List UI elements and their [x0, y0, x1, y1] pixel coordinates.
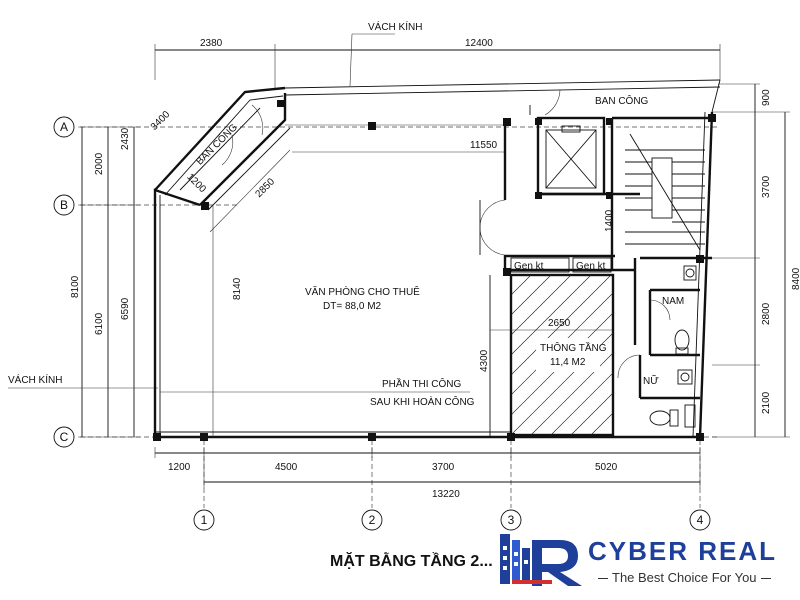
void-area: 2650 4300 THÔNG TẦNG 11,4 M2	[479, 273, 615, 437]
svg-text:8140: 8140	[232, 277, 243, 300]
axis-bubble-3: 3	[500, 509, 522, 531]
axis-bubble-a: A	[53, 116, 75, 138]
grid-lines	[80, 126, 720, 508]
columns	[153, 100, 716, 441]
svg-text:BAN CÔNG: BAN CÔNG	[595, 94, 649, 107]
dimension-left: 2000 2430 8100 6100 6590	[70, 126, 140, 438]
svg-text:13220: 13220	[432, 489, 460, 500]
svg-text:2430: 2430	[120, 127, 131, 150]
svg-text:B: B	[60, 198, 68, 212]
axis-bubble-2: 2	[361, 509, 383, 531]
diagonal-balcony: 3400 1200 2850 BAN CÔNG	[149, 93, 505, 233]
svg-text:8100: 8100	[70, 275, 81, 298]
svg-text:6100: 6100	[94, 312, 105, 335]
svg-text:2100: 2100	[761, 391, 772, 414]
svg-text:NAM: NAM	[662, 296, 684, 307]
svg-text:NỮ: NỮ	[643, 374, 659, 387]
svg-text:VĂN PHÒNG CHO THUÊ: VĂN PHÒNG CHO THUÊ	[305, 285, 420, 298]
brand-logo: CYBER REAL The Best Choice For You	[498, 532, 796, 592]
svg-text:11550: 11550	[470, 140, 498, 151]
svg-text:PHẦN THI CÔNG: PHẦN THI CÔNG	[382, 377, 461, 390]
brand-name: CYBER REAL	[588, 536, 778, 566]
svg-text:5020: 5020	[595, 462, 618, 473]
svg-text:4500: 4500	[275, 462, 298, 473]
svg-text:2850: 2850	[254, 176, 278, 200]
svg-text:2: 2	[369, 513, 376, 527]
svg-text:A: A	[60, 120, 68, 134]
axis-bubble-4: 4	[689, 509, 711, 531]
drawing-title: MẶT BẰNG TẦNG 2...	[330, 551, 493, 570]
svg-text:2800: 2800	[761, 302, 772, 325]
svg-text:3700: 3700	[432, 462, 455, 473]
axis-bubble-c: C	[53, 426, 75, 448]
office-label: VĂN PHÒNG CHO THUÊ DT= 88,0 M2	[305, 285, 420, 312]
svg-text:2000: 2000	[94, 152, 105, 175]
cyber-real-logo-mark	[500, 534, 582, 586]
svg-text:1: 1	[201, 513, 208, 527]
svg-text:DT= 88,0 M2: DT= 88,0 M2	[323, 301, 382, 312]
svg-text:Gen kt: Gen kt	[576, 261, 606, 272]
dimension-right: 900 3700 2800 2100 8400	[712, 83, 800, 438]
svg-text:SAU KHI HOÀN CÔNG: SAU KHI HOÀN CÔNG	[370, 395, 475, 408]
brand-tagline: The Best Choice For You	[594, 570, 775, 585]
axis-bubble-1: 1	[193, 509, 215, 531]
svg-text:12400: 12400	[465, 38, 493, 49]
svg-text:3700: 3700	[761, 175, 772, 198]
svg-text:8400: 8400	[791, 267, 800, 290]
svg-text:4300: 4300	[479, 349, 490, 372]
svg-text:1400: 1400	[604, 209, 615, 232]
dimension-interior-8140: 8140	[212, 205, 243, 437]
brand-tagline-text: The Best Choice For You	[612, 570, 757, 585]
svg-text:THÔNG TẦNG: THÔNG TẦNG	[540, 341, 607, 354]
svg-text:2650: 2650	[548, 318, 571, 329]
label-glass-top: VÁCH KÍNH	[349, 20, 422, 87]
svg-text:1200: 1200	[168, 462, 191, 473]
finish-label: PHẦN THI CÔNG SAU KHI HOÀN CÔNG	[160, 377, 475, 408]
core-area: BAN CÔNG 1400 Gen kt Gen kt	[479, 89, 712, 273]
svg-text:VÁCH KÍNH: VÁCH KÍNH	[368, 20, 422, 33]
svg-text:1200: 1200	[184, 172, 208, 196]
svg-text:4: 4	[697, 513, 704, 527]
svg-text:11,4 M2: 11,4 M2	[550, 357, 586, 368]
svg-text:900: 900	[761, 89, 772, 106]
svg-text:3400: 3400	[149, 109, 173, 133]
dimension-top: 2380 12400	[154, 38, 721, 90]
wc-area: NAM NỮ	[617, 258, 700, 428]
axis-bubble-b: B	[53, 194, 75, 216]
dimension-11550: 11550	[292, 140, 505, 153]
outer-walls	[153, 79, 721, 439]
dimension-bottom: 1200 4500 3700 5020 13220	[154, 447, 701, 500]
svg-text:2380: 2380	[200, 38, 223, 49]
svg-text:VÁCH KÍNH: VÁCH KÍNH	[8, 373, 62, 386]
svg-text:Gen kt: Gen kt	[514, 261, 544, 272]
svg-text:C: C	[60, 430, 69, 444]
svg-text:3: 3	[508, 513, 515, 527]
svg-text:6590: 6590	[120, 297, 131, 320]
label-glass-left: VÁCH KÍNH	[8, 373, 158, 389]
